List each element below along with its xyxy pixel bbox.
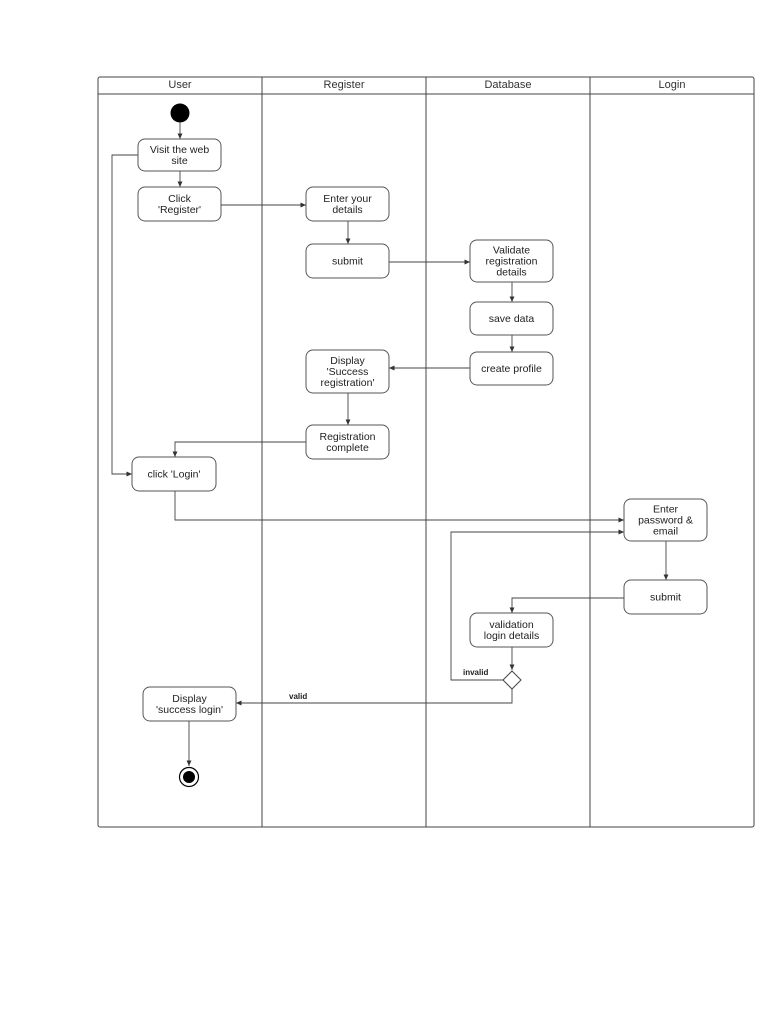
activity-label: click 'Login'	[147, 469, 200, 481]
activity-label: Enter	[653, 504, 679, 516]
activity-label: email	[653, 526, 678, 538]
activity-label: Display	[172, 693, 207, 705]
activity-label: save data	[489, 313, 535, 325]
activity-label: Display	[330, 355, 365, 367]
flow-decision-invalid	[450, 529, 624, 681]
lane-header-user: User	[168, 79, 192, 91]
activity-label: registration'	[321, 377, 375, 389]
activity-label: Validate	[493, 245, 530, 257]
activity-label: validation	[489, 619, 534, 631]
activity-display-success-login: Display'success login'	[142, 686, 237, 722]
activity-label: submit	[650, 592, 681, 604]
activity-create-profile: create profile	[469, 351, 554, 386]
activity-label: Registration	[319, 431, 375, 443]
end-node	[178, 766, 200, 788]
lane-header-database: Database	[484, 79, 531, 91]
decision-diamond	[502, 670, 522, 690]
activity-label: submit	[332, 256, 363, 268]
activity-submit-register: submit	[305, 243, 390, 279]
swimlane-frame	[97, 76, 755, 828]
activity-label: password &	[638, 515, 693, 527]
activity-click-login: click 'Login'	[131, 456, 217, 492]
activity-save-data: save data	[469, 301, 554, 336]
flow-registration-complete-to-click-login	[172, 441, 306, 457]
activity-label: 'Success	[327, 366, 369, 378]
activity-label: login details	[484, 630, 539, 642]
activity-label: 'success login'	[156, 704, 223, 716]
lane-header-register: Register	[324, 79, 365, 91]
guard-invalid-label: invalid	[463, 668, 488, 677]
flows	[111, 122, 669, 766]
lane-header-login: Login	[659, 79, 686, 91]
activity-label: details	[332, 204, 362, 216]
start-node	[170, 103, 190, 123]
activity-label: Click	[168, 193, 191, 205]
activity-label: registration	[486, 256, 538, 268]
activity-label: Visit the web	[150, 144, 209, 156]
activity-label: complete	[326, 442, 369, 454]
activity-click-register: Click'Register'	[137, 186, 222, 222]
flow-submit-to-validation-login	[509, 597, 625, 613]
activity-label: create profile	[481, 363, 542, 375]
activity-label: site	[171, 155, 188, 167]
activity-label: Enter your	[323, 193, 372, 205]
flow-click-login-to-enter-password	[174, 491, 624, 523]
guard-valid-label: valid	[289, 692, 307, 701]
flow-visit-to-click-login	[111, 154, 138, 477]
flow-decision-valid	[236, 689, 513, 706]
activity-label: 'Register'	[158, 204, 201, 216]
activity-label: details	[496, 267, 526, 279]
activity-submit-login: submit	[623, 579, 708, 615]
